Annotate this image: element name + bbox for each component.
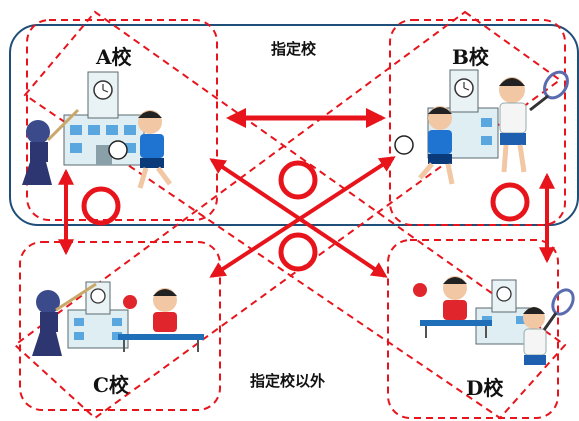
diagonal-band-ad: [23, 10, 567, 420]
school-b-label: B校: [452, 45, 489, 69]
school-c-kendo-player: [32, 282, 97, 356]
school-d-group: [387, 239, 559, 419]
school-d-tennis-player: [523, 288, 575, 365]
school-a-kendo-player: [22, 108, 80, 185]
allowed-mark-cross: [278, 232, 318, 272]
school-c-group: [19, 241, 221, 411]
school-d-label: D校: [466, 376, 504, 400]
school-d-table-tennis-player: [413, 276, 492, 338]
school-a-building-illustration: [63, 71, 145, 166]
diagonal-band-bc: [13, 10, 562, 420]
school-c-building-illustration: [67, 281, 129, 349]
allowed-mark-a-c: [81, 186, 121, 226]
school-b-tennis-player: [499, 70, 569, 173]
school-a-label: A校: [96, 45, 132, 69]
school-c-table-tennis-player: [118, 288, 204, 352]
non-designated-region-label: 指定校以外: [250, 372, 326, 390]
allowed-mark-a-b: [278, 160, 318, 200]
allowed-mark-b-d: [490, 182, 530, 222]
school-a-group: [26, 19, 218, 221]
school-b-soccer-player: [394, 106, 455, 185]
school-c-label: C校: [93, 373, 129, 397]
arrow-b-c: [209, 156, 396, 278]
designated-region-label: 指定校: [271, 40, 317, 58]
school-a-soccer-player: [108, 110, 172, 189]
school-d-building-illustration: [475, 279, 533, 345]
